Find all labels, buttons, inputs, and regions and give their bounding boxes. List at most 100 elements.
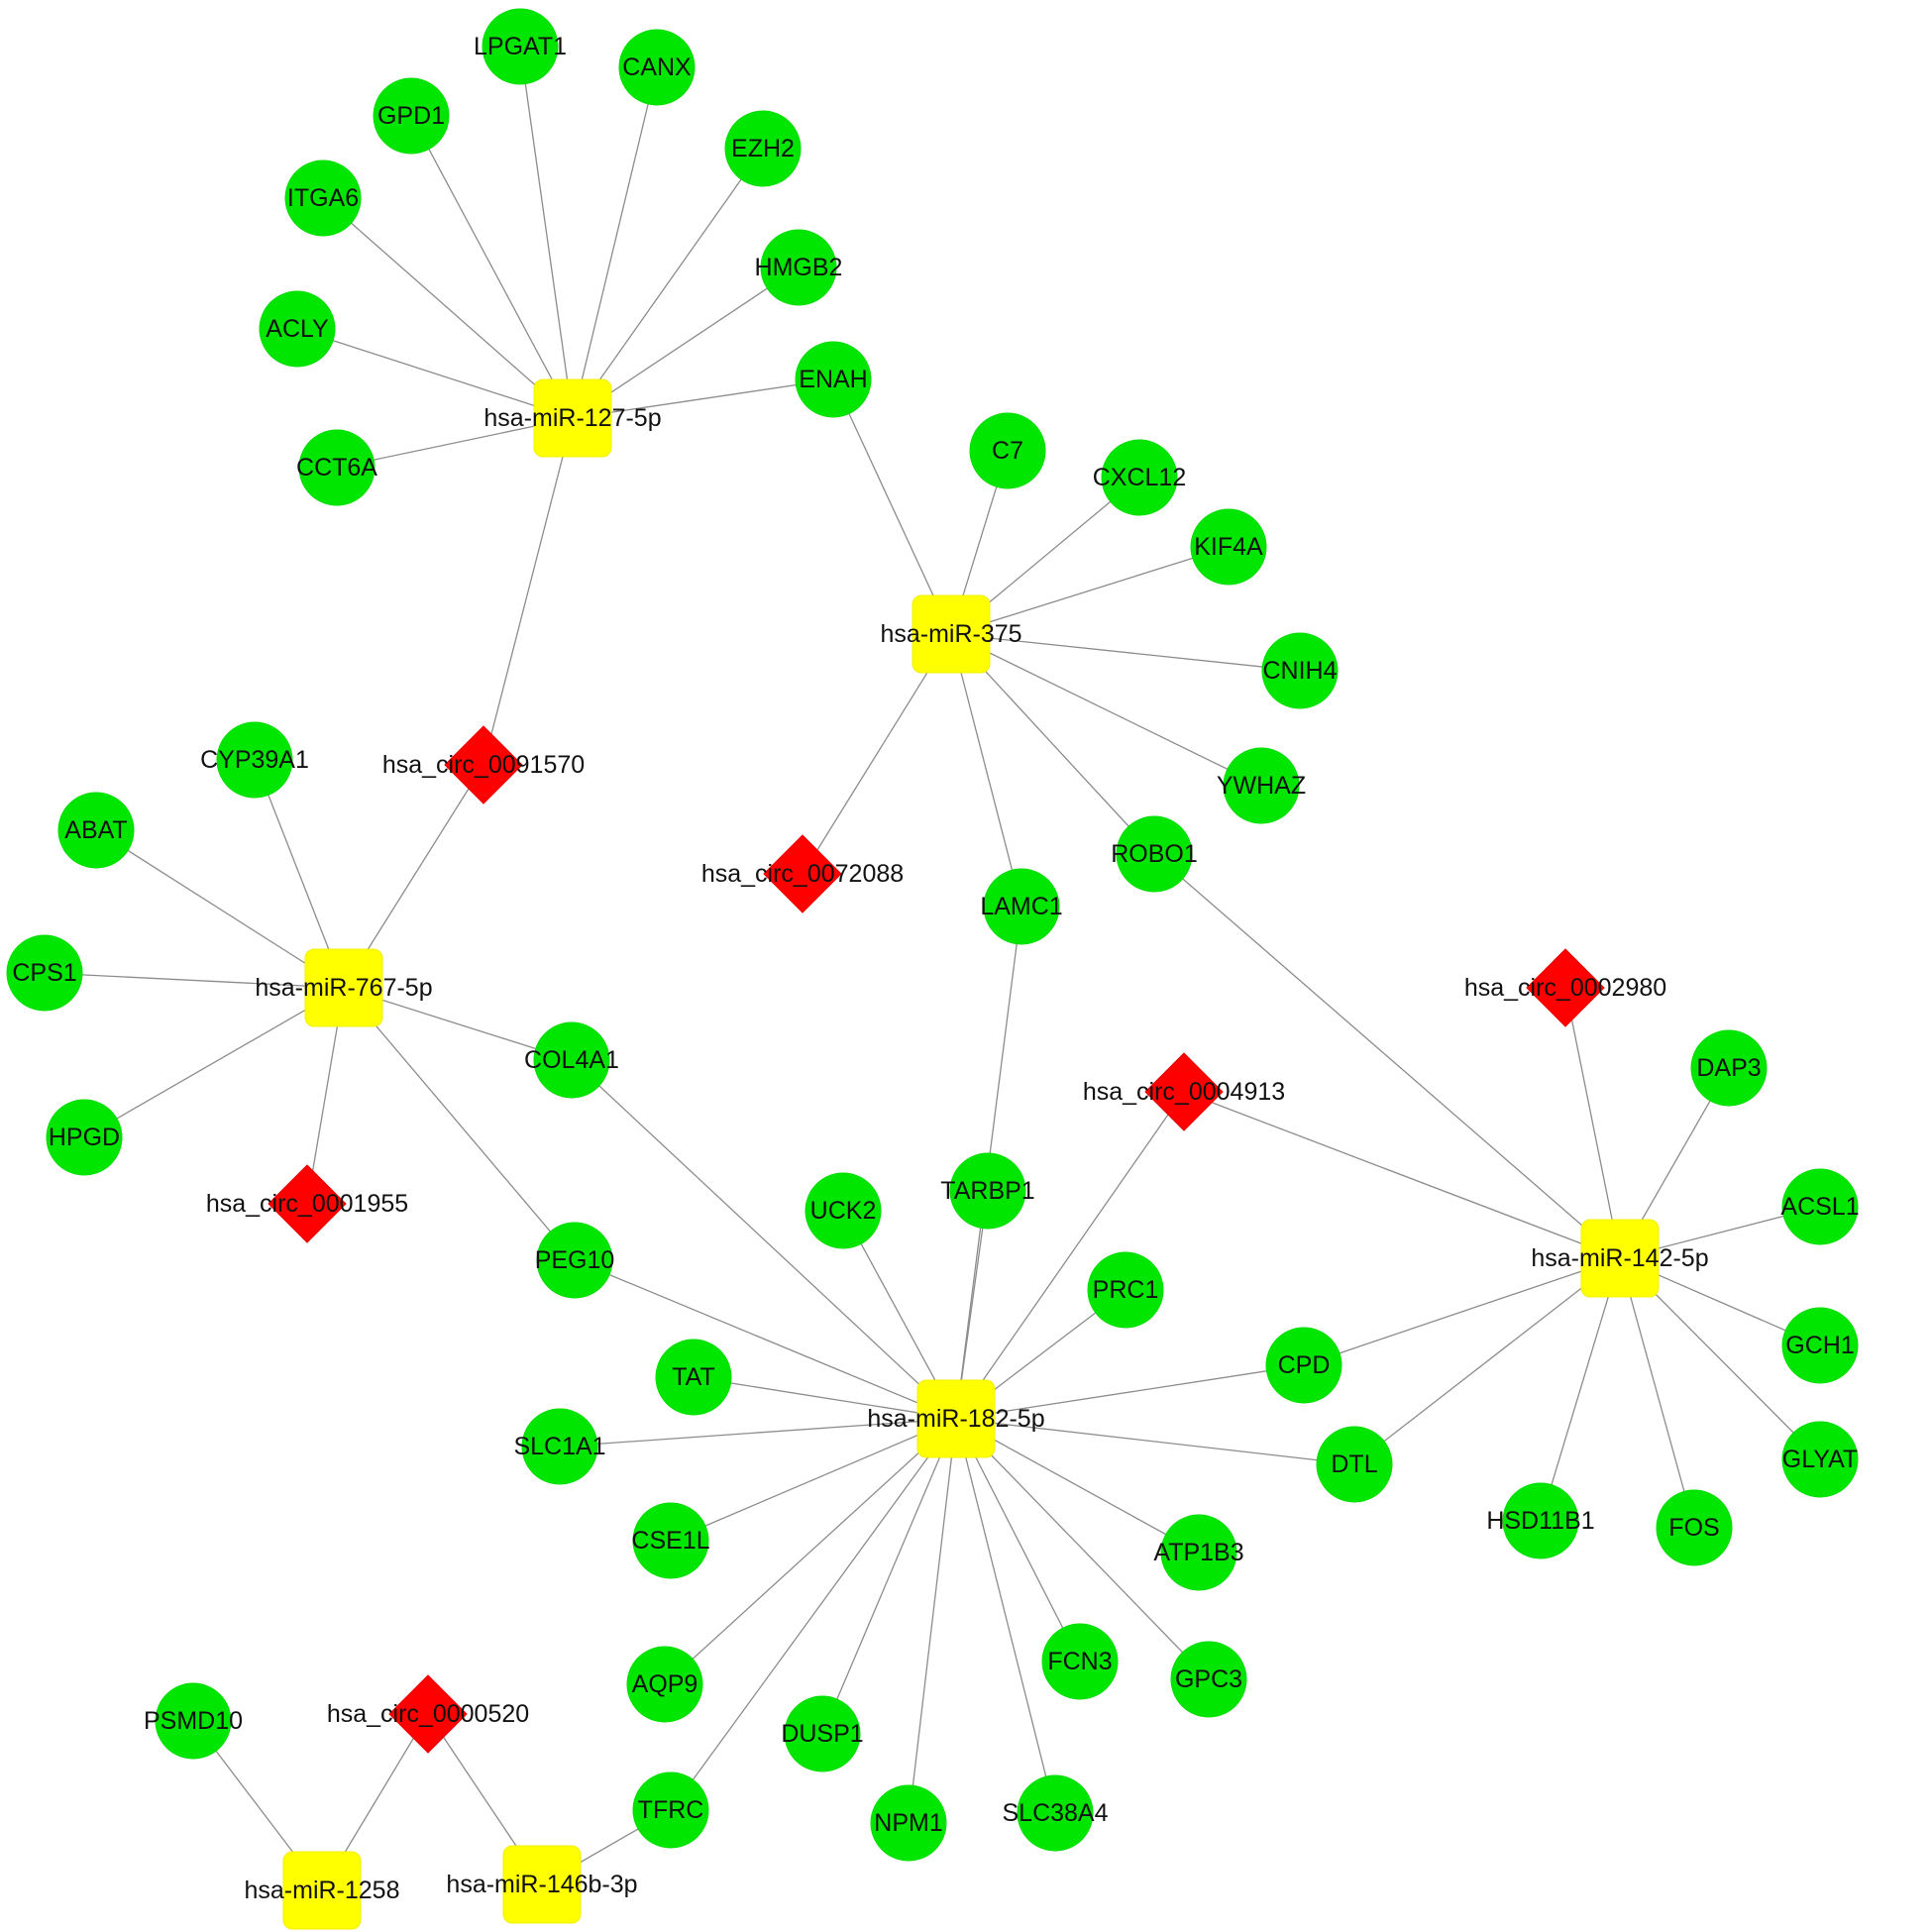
node-label-COL4A1: COL4A1	[524, 1046, 619, 1074]
gene-node-slc38a4	[1017, 1774, 1094, 1852]
node-label-YWHAZ: YWHAZ	[1217, 772, 1306, 800]
edge-mir127-ENAH	[572, 378, 834, 419]
edge-mir182-DTL	[955, 1418, 1355, 1465]
gene-node-cnih4	[1261, 632, 1339, 709]
mirna-node-mir1258	[282, 1851, 362, 1930]
mirna-node-mir142	[1580, 1219, 1660, 1298]
node-label-circ0002980: hsa_circ_0002980	[1464, 974, 1666, 1002]
edge-mir182-CPD	[955, 1364, 1305, 1420]
edge-mir182-COL4A1	[571, 1059, 957, 1420]
gene-node-ezh2	[724, 110, 802, 187]
node-label-SLC1A1: SLC1A1	[513, 1433, 605, 1460]
node-label-mir146: hsa-miR-146b-3p	[446, 1871, 637, 1898]
gene-node-npm1	[870, 1784, 947, 1862]
gene-node-canx	[618, 29, 696, 106]
gene-node-dap3	[1690, 1029, 1768, 1107]
edge-mir127-ITGA6	[322, 197, 574, 419]
gene-node-fos	[1656, 1489, 1733, 1566]
node-label-FOS: FOS	[1668, 1514, 1719, 1542]
node-label-CANX: CANX	[622, 54, 692, 81]
gene-node-tarbp1	[949, 1152, 1026, 1230]
gene-node-hmgb2	[760, 229, 837, 306]
edge-mir142-ROBO1	[1153, 853, 1621, 1259]
node-label-HSD11B1: HSD11B1	[1486, 1507, 1594, 1535]
gene-node-cxcl12	[1101, 439, 1178, 516]
node-label-HPGD: HPGD	[49, 1124, 120, 1151]
gene-node-glyat	[1781, 1421, 1859, 1498]
gene-node-ywhaz	[1223, 747, 1300, 824]
node-label-PSMD10: PSMD10	[144, 1707, 243, 1735]
edge-mir127-circ0091570	[483, 417, 574, 766]
edge-mir142-FOS	[1619, 1257, 1695, 1529]
edge-mir182-TAT	[693, 1376, 957, 1420]
edge-mir182-GPC3	[955, 1418, 1210, 1680]
node-label-circ0091570: hsa_circ_0091570	[382, 751, 585, 779]
node-label-mir767: hsa-miR-767-5p	[255, 974, 432, 1002]
node-label-C7: C7	[992, 437, 1023, 465]
node-label-EZH2: EZH2	[731, 135, 795, 162]
edge-mir142-circ0004913	[1183, 1091, 1621, 1259]
node-label-ITGA6: ITGA6	[287, 184, 359, 212]
node-label-SLC38A4: SLC38A4	[1002, 1799, 1108, 1827]
edge-mir182-DUSP1	[821, 1418, 957, 1735]
node-label-FCN3: FCN3	[1047, 1648, 1112, 1675]
node-label-circ0000520: hsa_circ_0000520	[327, 1700, 529, 1728]
edge-mir767-ABAT	[95, 829, 345, 989]
gene-node-acly	[259, 290, 336, 368]
gene-node-abat	[57, 792, 135, 869]
edge-mir767-CPS1	[44, 972, 345, 989]
edge-mir127-CCT6A	[336, 417, 574, 469]
node-label-UCK2: UCK2	[810, 1197, 877, 1225]
edge-mir375-YWHAZ	[950, 633, 1262, 787]
node-label-GCH1: GCH1	[1785, 1332, 1854, 1359]
edge-mir127-GPD1	[410, 115, 574, 419]
gene-node-hpgd	[46, 1099, 123, 1176]
edge-mir375-ENAH	[832, 378, 952, 635]
gene-node-prc1	[1087, 1251, 1164, 1329]
node-label-HMGB2: HMGB2	[755, 254, 843, 281]
edge-mir142-HSD11B1	[1540, 1257, 1621, 1522]
edge-mir375-circ0072088	[802, 633, 952, 875]
gene-node-enah	[795, 341, 872, 418]
edge-mir182-circ0004913	[955, 1091, 1185, 1420]
node-label-CPD: CPD	[1278, 1351, 1331, 1379]
node-label-TARBP1: TARBP1	[940, 1177, 1034, 1205]
gene-node-c7	[969, 412, 1046, 489]
gene-node-gpc3	[1170, 1641, 1247, 1718]
edge-mir182-TFRC	[670, 1418, 957, 1811]
node-label-TFRC: TFRC	[638, 1796, 704, 1824]
gene-node-dusp1	[784, 1695, 861, 1772]
node-label-DTL: DTL	[1331, 1450, 1377, 1478]
node-label-mir142: hsa-miR-142-5p	[1531, 1244, 1708, 1272]
edge-mir375-KIF4A	[950, 546, 1230, 635]
node-label-ATP1B3: ATP1B3	[1153, 1539, 1243, 1566]
node-label-GPD1: GPD1	[377, 102, 445, 130]
node-label-LAMC1: LAMC1	[980, 893, 1062, 920]
node-label-circ0001955: hsa_circ_0001955	[206, 1190, 408, 1218]
node-label-mir375: hsa-miR-375	[880, 620, 1021, 648]
edge-mir142-circ0002980	[1564, 987, 1621, 1259]
mirna-node-mir767	[304, 948, 383, 1027]
circrna-node-circ0091570	[444, 725, 523, 805]
edge-mir182-AQP9	[664, 1418, 957, 1685]
node-label-CCT6A: CCT6A	[296, 454, 377, 482]
gene-node-aqp9	[626, 1646, 703, 1723]
gene-node-atp1b3	[1160, 1514, 1237, 1591]
node-label-ENAH: ENAH	[799, 366, 867, 393]
gene-node-slc1a1	[521, 1408, 598, 1485]
node-label-mir182: hsa-miR-182-5p	[867, 1405, 1044, 1433]
node-label-mir1258: hsa-miR-1258	[244, 1877, 399, 1904]
edge-mir182-SLC1A1	[559, 1418, 957, 1448]
label-layer: hsa-miR-127-5p hsa-miR-375 hsa-miR-767-5p h…	[12, 33, 1859, 1904]
node-label-NPM1: NPM1	[874, 1809, 942, 1837]
circrna-node-circ0072088	[763, 834, 842, 913]
gene-node-fcn3	[1041, 1623, 1119, 1700]
edge-mir142-CPD	[1303, 1257, 1621, 1366]
node-label-mir127: hsa-miR-127-5p	[483, 404, 661, 432]
edge-mir182-ATP1B3	[955, 1418, 1200, 1554]
node-label-DUSP1: DUSP1	[781, 1720, 863, 1748]
gene-node-cse1l	[632, 1502, 709, 1579]
edge-mir127-EZH2	[572, 148, 764, 419]
node-label-ABAT: ABAT	[64, 816, 127, 844]
